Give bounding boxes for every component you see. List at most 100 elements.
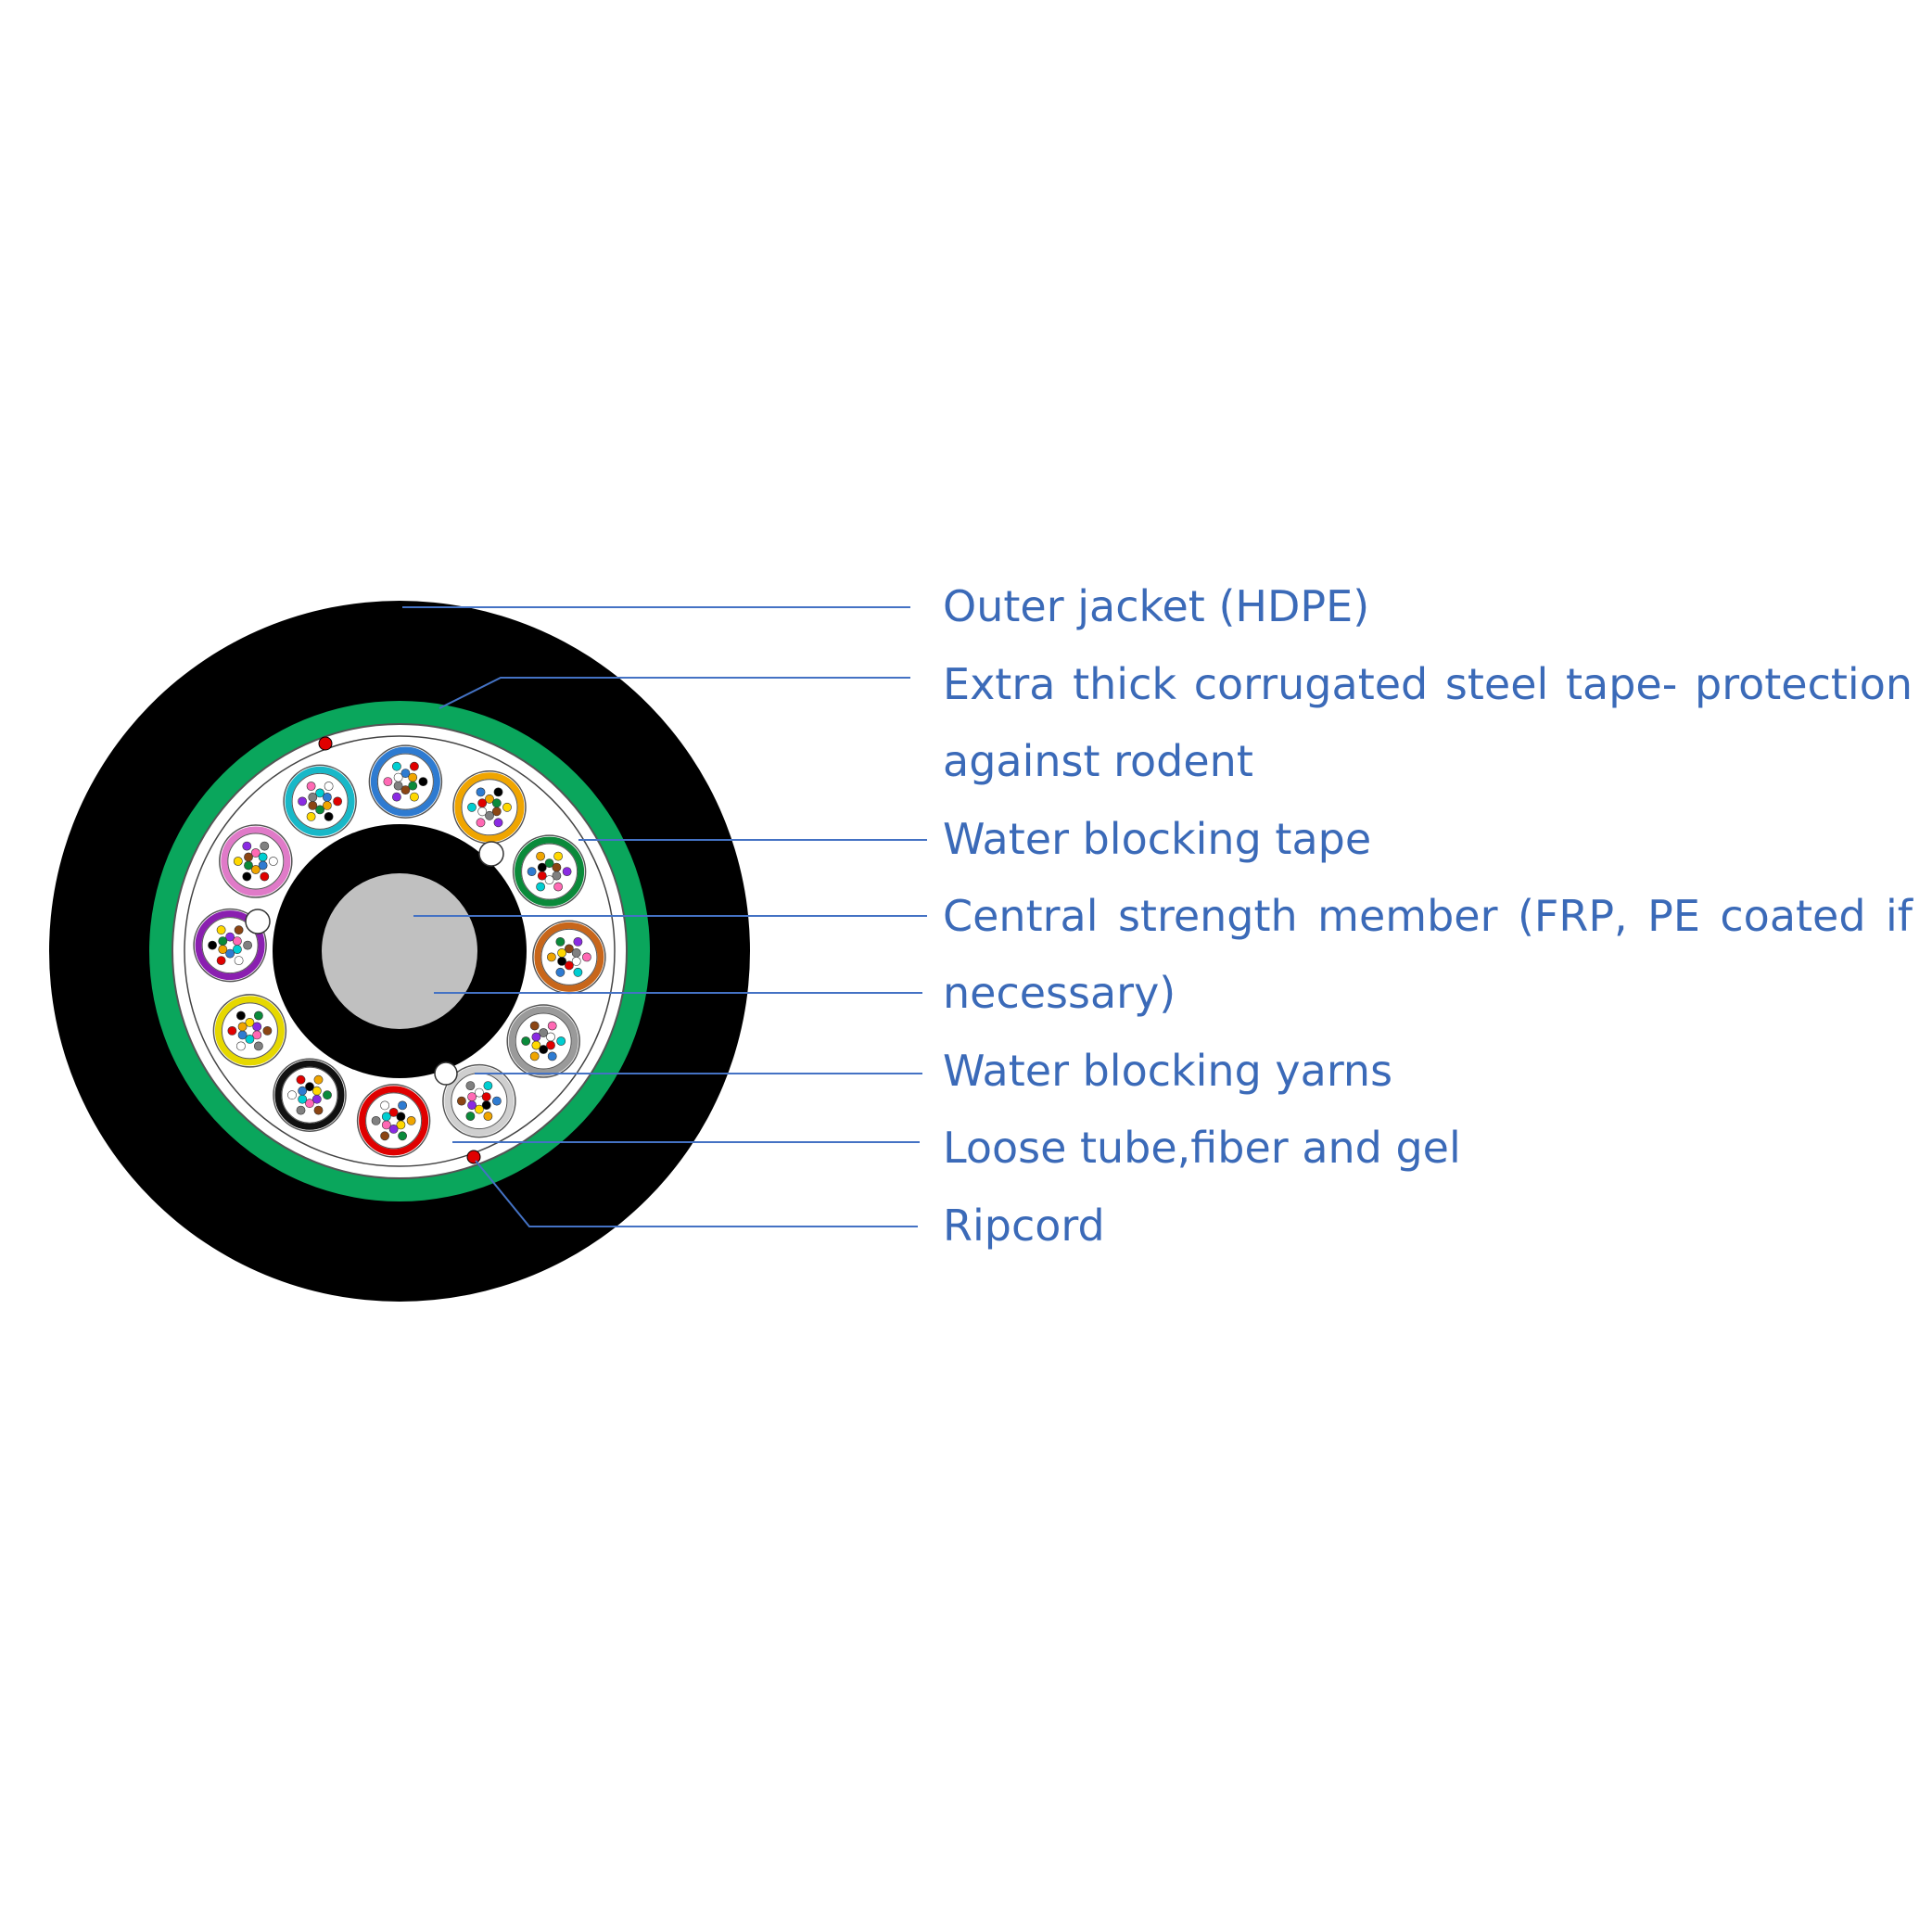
fiber bbox=[475, 1087, 484, 1098]
fiber bbox=[552, 862, 562, 872]
fiber bbox=[391, 761, 401, 771]
fiber bbox=[298, 796, 307, 807]
fiber bbox=[323, 1090, 332, 1100]
fiber bbox=[565, 944, 574, 954]
fiber bbox=[539, 1028, 549, 1037]
fiber bbox=[296, 1074, 306, 1085]
fiber bbox=[252, 1030, 262, 1040]
fiber bbox=[208, 940, 217, 950]
fiber bbox=[262, 1026, 273, 1036]
label-central-strength-member: Central strength member (FRP, PE coated … bbox=[943, 891, 1913, 1018]
loose-tube-gel bbox=[521, 843, 578, 900]
loose-tube-ring bbox=[454, 772, 525, 843]
loose-tube-gel bbox=[227, 833, 285, 890]
loose-tube bbox=[219, 824, 293, 898]
fiber bbox=[555, 967, 566, 977]
fiber bbox=[233, 857, 243, 866]
fiber bbox=[408, 781, 418, 791]
fiber bbox=[571, 948, 581, 958]
fiber bbox=[232, 945, 242, 954]
fiber bbox=[573, 967, 583, 977]
water-blocking-yarn bbox=[245, 909, 271, 934]
fiber bbox=[492, 1096, 502, 1106]
fiber bbox=[491, 798, 502, 808]
label-loose-tube: Loose tube,fiber and gel bbox=[943, 1123, 1461, 1173]
water-blocking-yarn bbox=[434, 1061, 458, 1086]
fiber bbox=[485, 794, 494, 804]
fiber bbox=[313, 1074, 324, 1085]
leader-line-steel-tape bbox=[439, 677, 910, 709]
fiber bbox=[562, 867, 572, 876]
fiber bbox=[555, 937, 566, 947]
fiber bbox=[467, 1100, 477, 1110]
fiber bbox=[235, 1010, 246, 1021]
label-ripcord: Ripcord bbox=[943, 1201, 1105, 1251]
ripcord-top bbox=[318, 736, 333, 751]
loose-tube-gel bbox=[291, 772, 349, 830]
loose-tube-gel bbox=[540, 928, 598, 985]
loose-tube-ring bbox=[444, 1066, 515, 1137]
fiber bbox=[493, 818, 503, 828]
fiber bbox=[245, 1035, 255, 1044]
fiber bbox=[536, 882, 545, 892]
fiber bbox=[557, 948, 566, 958]
fiber bbox=[400, 769, 411, 778]
fiber bbox=[467, 1092, 477, 1101]
fiber bbox=[242, 841, 252, 851]
fiber bbox=[477, 807, 488, 817]
loose-tube bbox=[356, 1084, 431, 1158]
fiber bbox=[296, 1105, 306, 1115]
fiber bbox=[287, 1090, 297, 1100]
fiber bbox=[557, 957, 566, 966]
fiber bbox=[547, 1051, 557, 1061]
fiber bbox=[398, 1100, 407, 1111]
fiber bbox=[408, 772, 418, 782]
fiber bbox=[388, 1108, 399, 1117]
fiber bbox=[383, 777, 393, 786]
fiber bbox=[546, 1040, 555, 1050]
loose-tube-ring bbox=[274, 1060, 345, 1130]
loose-tube bbox=[273, 1058, 347, 1132]
fiber bbox=[552, 871, 562, 881]
fiber bbox=[252, 1022, 262, 1032]
leader-line-ripcord bbox=[475, 1160, 918, 1227]
fiber bbox=[476, 818, 486, 828]
fiber bbox=[400, 785, 411, 794]
fiber bbox=[218, 945, 228, 954]
fiber bbox=[531, 1032, 541, 1042]
tube-zone-boundary bbox=[184, 735, 616, 1167]
fiber bbox=[227, 1026, 237, 1036]
fiber bbox=[491, 807, 502, 817]
loose-tube bbox=[512, 834, 587, 909]
loose-tube bbox=[506, 1004, 580, 1078]
fiber bbox=[396, 1112, 406, 1122]
fiber bbox=[218, 936, 228, 946]
fiber bbox=[235, 1041, 246, 1051]
fiber bbox=[483, 1112, 493, 1121]
fiber bbox=[260, 871, 270, 882]
fiber bbox=[521, 1036, 531, 1046]
fiber bbox=[298, 1094, 308, 1104]
fiber bbox=[333, 796, 342, 807]
fiber bbox=[232, 936, 242, 946]
loose-tube-gel bbox=[461, 779, 518, 836]
fiber bbox=[398, 1131, 407, 1141]
fiber bbox=[393, 772, 403, 782]
fiber bbox=[305, 1082, 314, 1092]
fiber bbox=[477, 798, 488, 808]
fiber bbox=[553, 882, 563, 892]
water-blocking-yarn bbox=[478, 841, 504, 867]
fiber bbox=[544, 858, 554, 868]
fiber bbox=[537, 871, 547, 881]
fiber bbox=[409, 792, 419, 802]
fiber bbox=[481, 1092, 491, 1101]
loose-tube bbox=[283, 764, 357, 839]
central-strength-member bbox=[322, 873, 477, 1029]
fiber bbox=[544, 875, 554, 884]
fiber bbox=[237, 1030, 248, 1040]
fiber bbox=[305, 1099, 314, 1109]
fiber bbox=[388, 1125, 399, 1134]
fiber bbox=[456, 1096, 466, 1106]
fiber bbox=[258, 852, 268, 862]
loose-tube-ring bbox=[370, 746, 440, 817]
